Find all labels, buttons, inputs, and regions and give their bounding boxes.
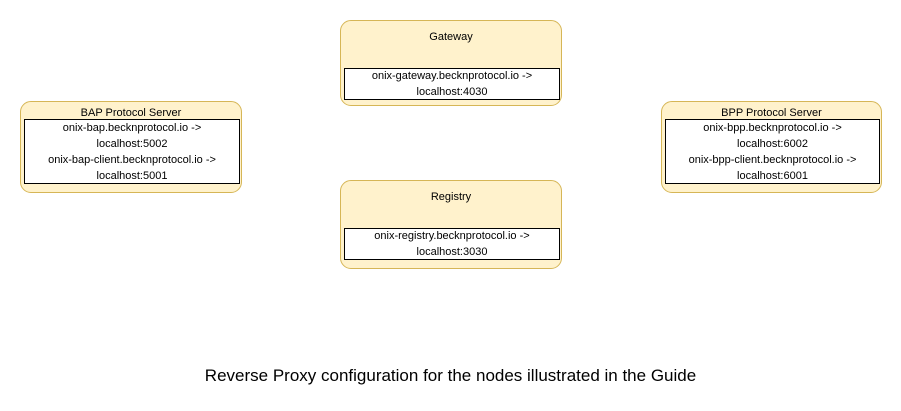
node-bap-title: BAP Protocol Server bbox=[80, 107, 182, 119]
node-bpp-mapping-line: localhost:6001 bbox=[737, 169, 808, 182]
node-bpp-mapping-line: localhost:6002 bbox=[737, 137, 808, 150]
node-gateway-mapping-line: onix-gateway.becknprotocol.io -> bbox=[371, 70, 533, 82]
node-bpp-title: BPP Protocol Server bbox=[721, 107, 822, 119]
node-gateway-mapping-line: localhost:4030 bbox=[416, 86, 488, 98]
node-bap-mapping-line: onix-bap-client.becknprotocol.io -> bbox=[48, 153, 216, 166]
node-bap-mapping-line: localhost:5002 bbox=[96, 137, 168, 150]
node-gateway-proxy-panel: onix-gateway.becknprotocol.io -> localho… bbox=[344, 68, 560, 100]
node-bpp-mapping-line: onix-bpp.becknprotocol.io -> bbox=[703, 121, 842, 134]
node-registry-mapping-line: localhost:3030 bbox=[416, 246, 488, 258]
node-bap-mapping-line: localhost:5001 bbox=[96, 169, 168, 182]
node-registry-proxy-panel: onix-registry.becknprotocol.io -> localh… bbox=[344, 228, 560, 260]
node-bap-proxy-panel: onix-bap.becknprotocol.io -> localhost:5… bbox=[24, 119, 240, 184]
node-bpp-mapping-line: onix-bpp-client.becknprotocol.io -> bbox=[688, 153, 857, 166]
node-gateway-title: Gateway bbox=[429, 31, 473, 43]
node-bpp-protocol-server[interactable]: BPP Protocol Server onix-bpp.becknprotoc… bbox=[661, 101, 882, 193]
diagram-caption: Reverse Proxy configuration for the node… bbox=[204, 366, 697, 385]
node-bap-mapping-line: onix-bap.becknprotocol.io -> bbox=[62, 121, 202, 134]
node-gateway[interactable]: Gateway onix-gateway.becknprotocol.io ->… bbox=[340, 20, 562, 106]
node-bap-protocol-server[interactable]: BAP Protocol Server onix-bap.becknprotoc… bbox=[20, 101, 242, 193]
node-bpp-proxy-panel: onix-bpp.becknprotocol.io -> localhost:6… bbox=[665, 119, 880, 184]
node-registry[interactable]: Registry onix-registry.becknprotocol.io … bbox=[340, 180, 562, 269]
node-registry-mapping-line: onix-registry.becknprotocol.io -> bbox=[374, 230, 530, 242]
node-registry-title: Registry bbox=[430, 191, 472, 203]
